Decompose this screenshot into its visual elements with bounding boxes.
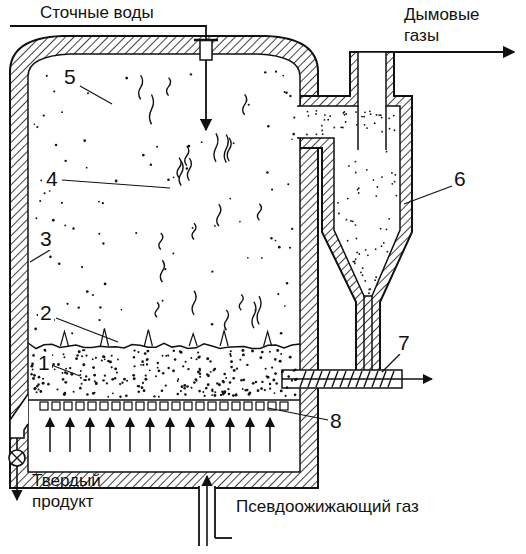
conveyor-arrow	[282, 378, 432, 380]
stream-label: Сточные воды	[40, 2, 210, 23]
vortex-finder	[385, 106, 387, 150]
gas-arrows	[50, 418, 270, 452]
callout-number: 2	[38, 302, 54, 324]
callout-number: 7	[396, 332, 412, 354]
duct-opening	[296, 107, 304, 137]
gas-pipe	[198, 486, 200, 546]
leader-lines	[30, 86, 452, 420]
gas-line	[215, 537, 232, 539]
grid-plate	[28, 399, 300, 401]
inlet-line	[10, 26, 206, 44]
product-pipe	[16, 438, 18, 450]
vortex-finder	[357, 106, 359, 150]
callout-number: 6	[452, 168, 468, 190]
stream-label: Псевдоожижающий газ	[236, 496, 436, 517]
callout-number: 8	[328, 410, 344, 432]
dipleg	[363, 296, 365, 372]
spray-flame	[60, 75, 271, 346]
callout-number: 5	[62, 66, 78, 88]
dipleg	[371, 296, 373, 372]
vessel-interior	[28, 54, 300, 472]
valve-cross	[12, 453, 23, 464]
particles	[30, 71, 397, 398]
product-outlet	[10, 394, 28, 438]
valve	[9, 450, 25, 466]
inlet-nozzle	[200, 40, 212, 60]
callout-number: 3	[38, 228, 54, 250]
inlet-arrow	[205, 60, 207, 130]
inlet-flange	[194, 39, 218, 42]
gas-arrow	[206, 476, 208, 546]
cyclone-interior	[298, 52, 400, 296]
stream-label: Дымовые газы	[404, 4, 504, 46]
gas-pipe	[214, 486, 216, 538]
stream-label: Твердый продукт	[32, 470, 142, 512]
callout-number: 1	[36, 352, 52, 374]
flue-gas-arrow	[394, 51, 514, 53]
product-arrow	[16, 466, 18, 500]
callout-number: 4	[44, 168, 60, 190]
gas-distribution-grid	[40, 402, 288, 410]
screw-flights	[300, 371, 394, 387]
vessel-wall	[10, 36, 318, 488]
